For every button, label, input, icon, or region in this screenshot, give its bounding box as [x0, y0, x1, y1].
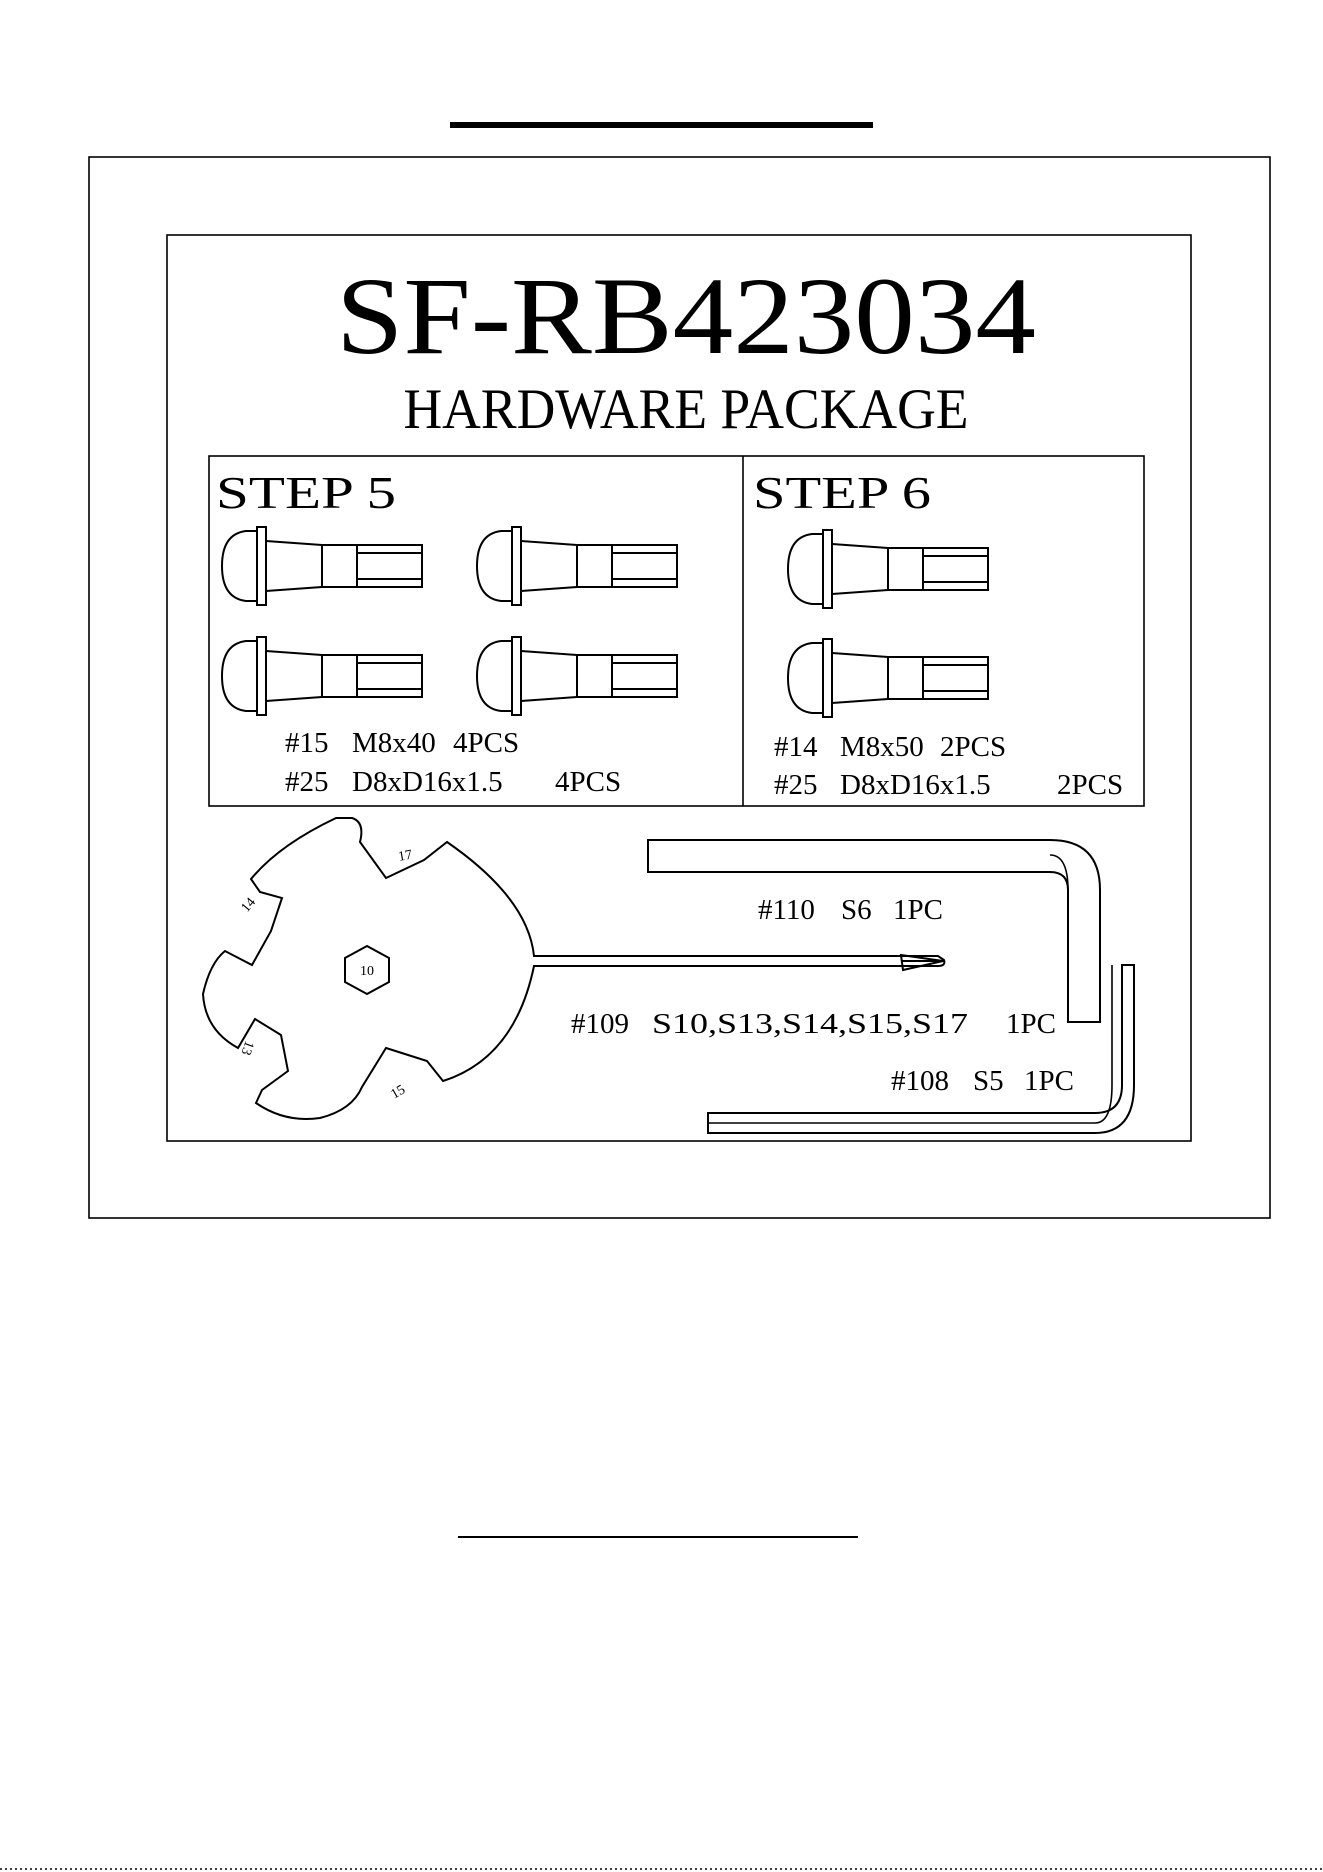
bolt-m8x40	[477, 527, 677, 605]
bolt-m8x40	[222, 637, 422, 715]
step-6-part-2: #25 D8xD16x1.5 2PCS	[774, 769, 1123, 801]
tool-109-label: #109 S10,S13,S14,S15,S17 1PC	[571, 1008, 1056, 1040]
step-5-part-1: #15 M8x40 4PCS	[285, 727, 519, 759]
wrench-size-label: 10	[360, 964, 374, 979]
part-qty: 4PCS	[453, 727, 519, 759]
tool-code: #108	[891, 1065, 949, 1097]
tool-code: #109	[571, 1008, 629, 1040]
bolt-m8x40	[477, 637, 677, 715]
hex-key-s6-icon	[648, 840, 1100, 1022]
part-spec: M8x40	[352, 727, 436, 759]
bolt-m8x50	[788, 530, 988, 608]
part-code: #25	[285, 766, 329, 798]
step-5-part-2: #25 D8xD16x1.5 4PCS	[285, 766, 621, 798]
step-6-part-1: #14 M8x50 2PCS	[774, 731, 1006, 763]
tool-code: #110	[758, 894, 815, 926]
wrench-size-label: 14	[239, 895, 259, 915]
hex-key-s5-bend	[708, 965, 1112, 1123]
wrench-size-label: 15	[389, 1082, 409, 1102]
tool-qty: 1PC	[1024, 1065, 1074, 1097]
package-subtitle: HARDWARE PACKAGE	[404, 378, 969, 441]
part-qty: 4PCS	[555, 766, 621, 798]
part-code: #25	[774, 769, 818, 801]
tool-spec: S10,S13,S14,S15,S17	[652, 1008, 968, 1040]
bolt-m8x50	[788, 639, 988, 717]
tool-qty: 1PC	[1006, 1008, 1056, 1040]
bolt-m8x40	[222, 527, 422, 605]
part-code: #14	[774, 731, 818, 763]
part-code: #15	[285, 727, 329, 759]
step-6-title: STEP 6	[753, 467, 931, 518]
tool-spec: S6	[841, 894, 872, 926]
tool-qty: 1PC	[893, 894, 943, 926]
wrench-size-label: 13	[237, 1039, 256, 1057]
tool-108-label: #108 S5 1PC	[891, 1065, 1074, 1097]
tool-110-label: #110 S6 1PC	[758, 894, 943, 926]
part-qty: 2PCS	[940, 731, 1006, 763]
hex-key-s5-icon	[708, 965, 1134, 1133]
step-5-title: STEP 5	[216, 467, 396, 518]
part-spec: M8x50	[840, 731, 924, 763]
part-spec: D8xD16x1.5	[352, 766, 503, 798]
wrench-size-label: 17	[397, 848, 413, 865]
part-spec: D8xD16x1.5	[840, 769, 991, 801]
part-qty: 2PCS	[1057, 769, 1123, 801]
tool-spec: S5	[973, 1065, 1004, 1097]
model-title: SF-RB423034	[336, 255, 1036, 377]
multi-wrench-icon	[203, 818, 944, 1119]
